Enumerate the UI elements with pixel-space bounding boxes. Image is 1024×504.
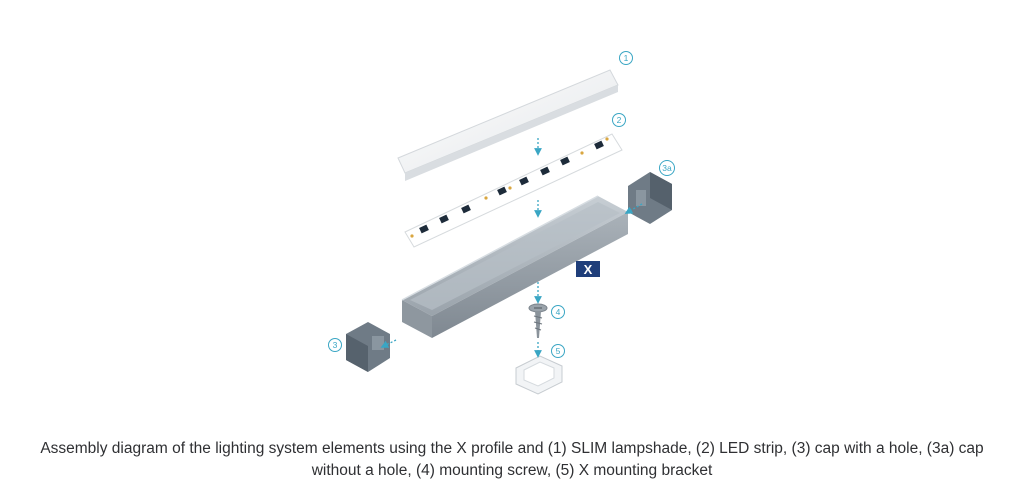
svg-text:X: X [584, 262, 593, 277]
assembly-diagram: 1 2 3a 3 4 5 X [0, 0, 1024, 420]
profile-badge: X [576, 261, 600, 277]
svg-text:3: 3 [333, 340, 338, 350]
svg-text:3a: 3a [662, 163, 672, 173]
callout-3a: 3a [660, 161, 675, 176]
svg-text:2: 2 [617, 115, 622, 125]
svg-text:4: 4 [556, 307, 561, 317]
cap-with-hole [346, 322, 390, 372]
mounting-screw [529, 304, 547, 338]
svg-text:5: 5 [556, 346, 561, 356]
callout-1: 1 [620, 52, 633, 65]
callout-3: 3 [329, 339, 342, 352]
caption-line-2: without a hole, (4) mounting screw, (5) … [30, 460, 994, 482]
mounting-bracket [516, 356, 562, 394]
svg-text:1: 1 [624, 53, 629, 63]
caption-line-1: Assembly diagram of the lighting system … [30, 438, 994, 460]
cap-without-hole [628, 172, 672, 224]
callout-4: 4 [552, 306, 565, 319]
callout-2: 2 [613, 114, 626, 127]
diagram-caption: Assembly diagram of the lighting system … [30, 438, 994, 482]
callout-5: 5 [552, 345, 565, 358]
